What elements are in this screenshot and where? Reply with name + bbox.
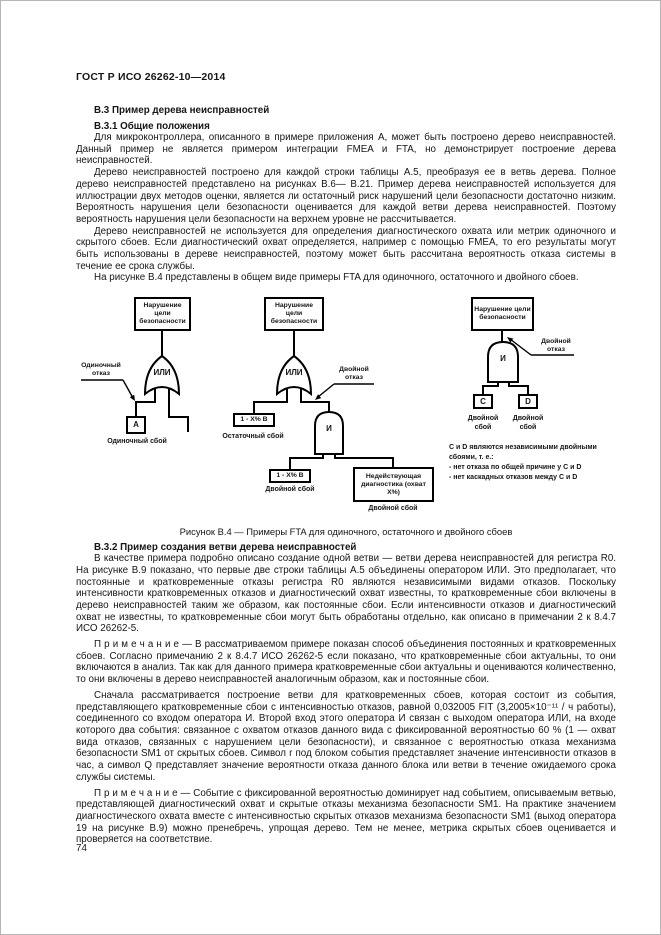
section-b3-title: В.3 Пример дерева неисправностей: [94, 105, 270, 116]
tree3-event-d-box: D: [518, 394, 538, 410]
caption-line: Двойной: [467, 415, 499, 423]
side-label-line: Двойной: [339, 366, 369, 374]
caption-line: сбой: [474, 423, 492, 431]
paragraph-b31-4: На рисунке В.4 представлены в общем виде…: [94, 272, 579, 284]
tree3-independence-note: С и D являются независимыми двойными сбо…: [449, 443, 624, 482]
note-line: - нет каскадных отказов между С и D: [449, 473, 578, 481]
note-line: - нет отказа по общей причине у С и D: [449, 463, 582, 471]
note-b32-2: П р и м е ч а н и е — Событие с фиксиров…: [76, 787, 616, 846]
tree2-residual-event-box: 1 - Х% В: [233, 413, 275, 428]
tree1-basic-event-box: А: [126, 416, 146, 435]
paragraph-b32-1: В качестве примера подробно описано созд…: [76, 553, 616, 635]
tree2-or-gate-label: ИЛИ: [285, 368, 303, 378]
fault-tree-diagram-lines: [81, 330, 574, 470]
tree3-and-gate-label: И: [500, 354, 506, 364]
tree1-or-gate-label: ИЛИ: [153, 368, 171, 378]
side-label-line: отказ: [547, 346, 565, 354]
fault-tree-figure: Нарушение цели безопасности ИЛИ Одиночны…: [61, 292, 616, 520]
side-label-line: Одиночный: [81, 362, 121, 370]
document-content: ГОСТ Р ИСО 26262-10—2014 В.3 Пример дере…: [76, 71, 616, 850]
tree1-top-event-box: Нарушение цели безопасности: [134, 297, 191, 332]
paragraph-b32-2: Сначала рассматривается построение ветви…: [76, 689, 616, 783]
tree2-dual-caption: Двойной сбой: [265, 486, 315, 494]
section-b32-title: В.3.2 Пример создания ветви дерева неисп…: [94, 542, 357, 554]
side-label-line: отказ: [92, 370, 110, 378]
tree1-event-caption: Одиночный сбой: [107, 438, 167, 446]
tree3-top-event-box: Нарушение цели безопасности: [471, 297, 534, 332]
caption-line: сбой: [519, 423, 537, 431]
side-label-line: отказ: [345, 374, 363, 382]
tree2-residual-caption: Остаточный сбой: [222, 433, 284, 441]
tree2-and-gate-label: И: [326, 424, 332, 434]
caption-line: Двойной: [512, 415, 544, 423]
paragraph-b31-2: Дерево неисправностей построено для кажд…: [76, 167, 616, 225]
paragraph-b31-1: Для микроконтроллера, описанного в приме…: [76, 132, 616, 167]
tree2-diagnostic-event-box: Недействующая диагностика (охват Х%): [353, 467, 434, 503]
tree2-top-event-box: Нарушение цели безопасности: [264, 297, 324, 332]
page-number: 74: [76, 843, 87, 854]
note-line: С и D являются независимыми двойными: [449, 444, 597, 452]
note-line: сбоями, т. е.:: [449, 453, 494, 461]
document-header: ГОСТ Р ИСО 26262-10—2014: [76, 71, 226, 83]
figure-caption: Рисунок В.4 — Примеры FTA для одиночного…: [179, 526, 513, 538]
paragraph-b31-3: Дерево неисправностей не используется дл…: [76, 225, 616, 272]
tree2-dual-event-box: 1 - Х% В: [269, 469, 311, 484]
note-b32-1: П р и м е ч а н и е — В рассматриваемом …: [76, 639, 616, 686]
side-label-line: Двойной: [541, 338, 571, 346]
section-b31-title: В.3.1 Общие положения: [94, 121, 210, 132]
tree2-diagnostic-caption: Двойной сбой: [368, 505, 418, 513]
tree3-event-c-box: С: [473, 394, 493, 410]
